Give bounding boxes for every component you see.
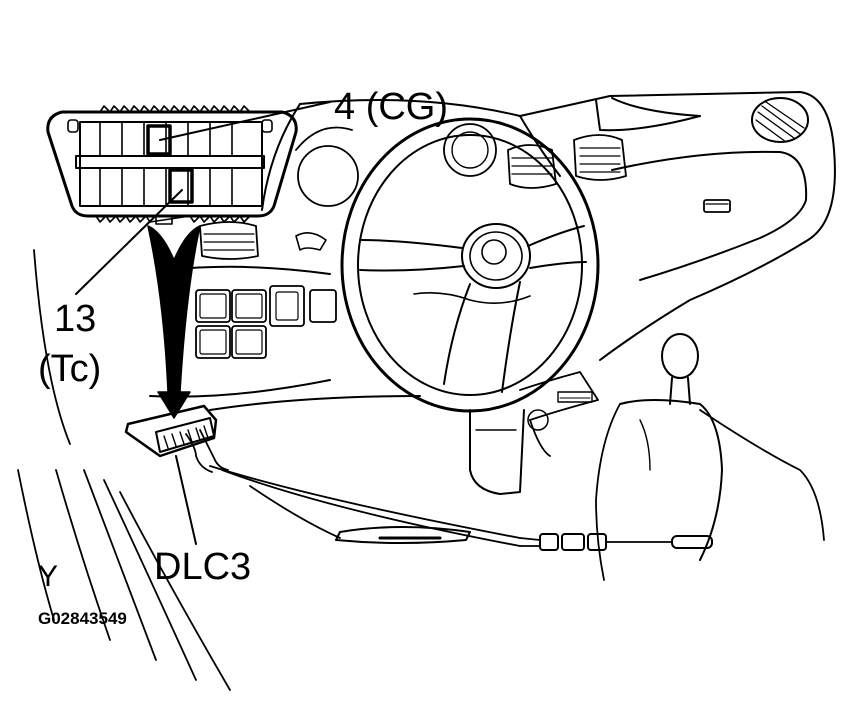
centre-console xyxy=(519,333,825,581)
leader-dlc3 xyxy=(175,455,197,545)
test-lead xyxy=(185,429,713,551)
pin-13-tc-label: (Tc) xyxy=(38,348,102,390)
figure-code-label: G02843549 xyxy=(38,609,127,628)
dlc3-connector-closeup xyxy=(46,101,331,295)
door-panel-lines xyxy=(17,249,231,691)
pin-13-number-label: 13 xyxy=(54,298,97,340)
dlc3-connector xyxy=(124,404,218,458)
leader-pin-4 xyxy=(159,101,331,141)
steering-wheel xyxy=(340,117,600,495)
leader-pin-13 xyxy=(75,189,183,295)
pin-13-highlight xyxy=(168,168,194,204)
location-arrow xyxy=(147,225,201,419)
dashboard xyxy=(149,91,836,411)
switch-panel xyxy=(195,285,337,359)
pin-4-highlight xyxy=(146,124,172,156)
pin-4-cg-label: 4 (CG) xyxy=(334,86,448,128)
view-mark-label: Y xyxy=(38,560,59,593)
dlc3-label: DLC3 xyxy=(154,546,252,588)
